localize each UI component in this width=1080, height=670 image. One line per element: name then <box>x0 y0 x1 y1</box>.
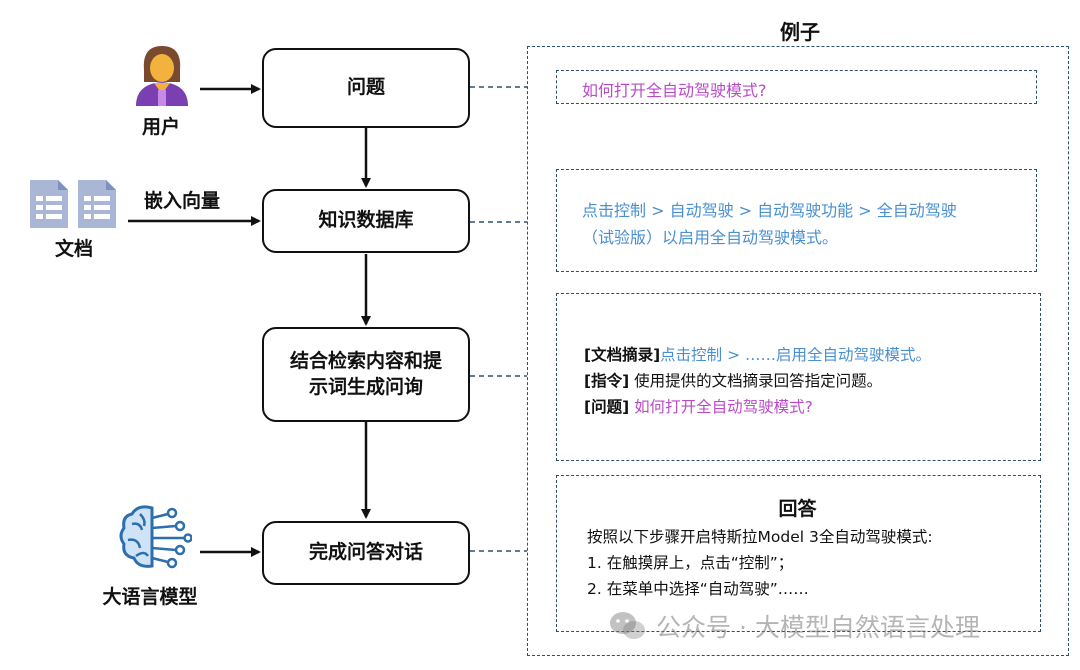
prompt-question-tag: [问题] <box>584 398 630 416</box>
prompt-example-text: [文档摘录]点击控制 > ……启用全自动驾驶模式。 [指令] 使用提供的文档摘录… <box>584 342 931 420</box>
step-knowledge-base-label: 知识数据库 <box>318 209 414 232</box>
prompt-question-text: 如何打开全自动驾驶模式? <box>629 398 813 416</box>
brain-icon <box>119 505 192 569</box>
prompt-doc-tag: [文档摘录] <box>584 346 661 364</box>
step-knowledge-base-box: 知识数据库 <box>262 189 470 253</box>
answer-example-line3: 2. 在菜单中选择“自动驾驶”…… <box>587 580 809 598</box>
kb-example-line2: （试验版）以启用全自动驾驶模式。 <box>582 228 839 247</box>
prompt-question-line: [问题] 如何打开全自动驾驶模式? <box>584 394 931 420</box>
embedding-edge-label: 嵌入向量 <box>143 190 220 212</box>
step-question-label: 问题 <box>346 76 385 99</box>
watermark: 公众号 · 大模型自然语言处理 <box>608 608 980 644</box>
answer-example-body: 按照以下步骤开启特斯拉Model 3全自动驾驶模式: 1. 在触摸屏上，点击“控… <box>587 524 933 602</box>
answer-example-line1: 按照以下步骤开启特斯拉Model 3全自动驾驶模式: <box>587 528 933 546</box>
prompt-example-box: [文档摘录]点击控制 > ……启用全自动驾驶模式。 [指令] 使用提供的文档摘录… <box>556 293 1041 461</box>
prompt-doc-text: 点击控制 > ……启用全自动驾驶模式。 <box>660 346 932 364</box>
step-answer-box: 完成问答对话 <box>262 521 470 585</box>
prompt-instruction-text: 使用提供的文档摘录回答指定问题。 <box>629 372 883 390</box>
question-example-box: 如何打开全自动驾驶模式? <box>556 70 1037 104</box>
question-example-text: 如何打开全自动驾驶模式? <box>582 81 767 100</box>
wechat-icon <box>610 612 645 639</box>
document-label: 文档 <box>54 238 93 260</box>
user-icon <box>136 46 188 106</box>
step-question-box: 问题 <box>262 48 470 128</box>
kb-example-box: 点击控制 > 自动驾驶 > 自动驾驶功能 > 全自动驾驶 （试验版）以启用全自动… <box>556 169 1037 272</box>
step-prompt-label-line2: 示词生成问询 <box>308 375 423 398</box>
prompt-doc-line: [文档摘录]点击控制 > ……启用全自动驾驶模式。 <box>584 342 931 368</box>
user-label: 用户 <box>141 116 180 138</box>
prompt-instruction-tag: [指令] <box>584 372 630 390</box>
answer-example-box: 回答 按照以下步骤开启特斯拉Model 3全自动驾驶模式: 1. 在触摸屏上，点… <box>556 475 1041 632</box>
answer-example-title: 回答 <box>778 498 817 520</box>
answer-example-line2: 1. 在触摸屏上，点击“控制”； <box>587 554 794 572</box>
document-icon <box>30 180 116 228</box>
step-prompt-label-line1: 结合检索内容和提 <box>289 349 442 372</box>
step-answer-label: 完成问答对话 <box>308 541 423 564</box>
step-prompt-box: 结合检索内容和提 示词生成问询 <box>262 327 470 422</box>
watermark-text: 公众号 · 大模型自然语言处理 <box>656 613 980 642</box>
kb-example-text: 点击控制 > 自动驾驶 > 自动驾驶功能 > 全自动驾驶 （试验版）以启用全自动… <box>582 197 957 251</box>
kb-example-line1: 点击控制 > 自动驾驶 > 自动驾驶功能 > 全自动驾驶 <box>582 201 957 220</box>
examples-title: 例子 <box>780 20 820 44</box>
llm-label: 大语言模型 <box>102 586 198 608</box>
prompt-instruction-line: [指令] 使用提供的文档摘录回答指定问题。 <box>584 368 931 394</box>
